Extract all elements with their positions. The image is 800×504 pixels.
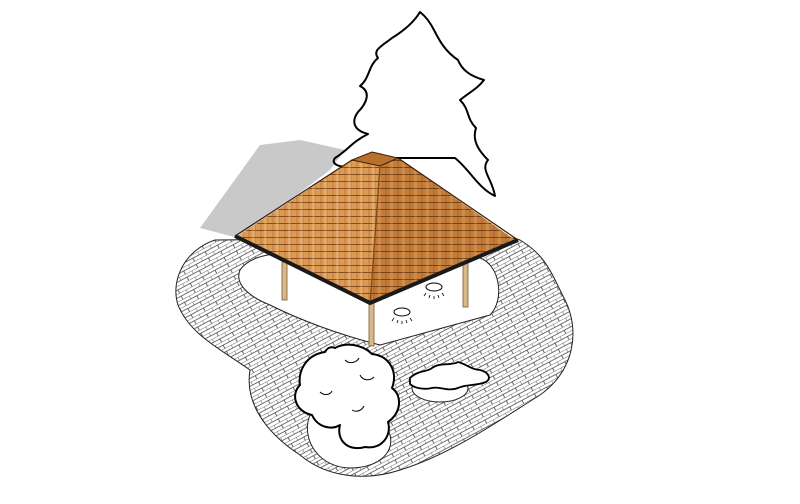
shrub-right: [409, 361, 490, 391]
spruce-tree: [332, 11, 496, 197]
stool-back: [423, 282, 445, 299]
seat-stools: [391, 282, 445, 324]
post-front: [368, 299, 375, 347]
gazebo-shadow: [200, 140, 345, 238]
shrub-left-detail: [319, 357, 375, 412]
stool-front: [391, 307, 413, 324]
gazebo-roof: [234, 151, 519, 306]
post-right: [462, 261, 469, 308]
post-left: [281, 261, 288, 301]
shrub-left: [294, 343, 400, 450]
